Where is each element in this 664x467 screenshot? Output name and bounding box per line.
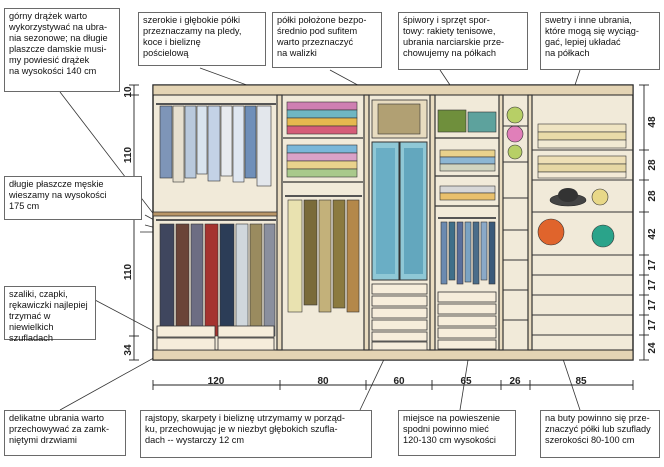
width-dimension-line: [152, 380, 634, 390]
callout-long-coats: długie płaszcze męskie wieszamy na wysok…: [4, 176, 142, 220]
height-label: 28: [647, 159, 658, 171]
narrow-shelf-section: [503, 106, 528, 321]
callout-small-drawers: rajstopy, skarpety i bieliznę utrzymamy …: [140, 410, 372, 458]
left-height-dimension-line: [129, 84, 139, 361]
height-label: 34: [123, 344, 134, 356]
right-height-dimension-line: [639, 84, 649, 361]
callout-sweaters: swetry i inne ubrania, które mogą się wy…: [540, 12, 660, 70]
height-label: 10: [123, 86, 134, 98]
sweater-shoe-section: [532, 123, 633, 336]
callout-top-shelves: półki położone bezpo- średnio pod sufite…: [272, 12, 382, 68]
callout-sports: śpiwory i sprzęt spor- towy: rakiety ten…: [398, 12, 528, 70]
width-label: 85: [575, 376, 587, 387]
sports-shelf-section: [435, 109, 499, 350]
width-label: 26: [509, 376, 521, 387]
height-label: 24: [647, 342, 658, 354]
shelf-hanging-section: [283, 101, 363, 313]
height-label: 28: [647, 190, 658, 202]
height-label: 17: [647, 259, 658, 271]
width-label: 80: [317, 376, 329, 387]
width-label: 60: [393, 376, 405, 387]
callout-wide-shelves: szerokie i głębokie półki przeznaczamy n…: [138, 12, 266, 66]
glass-door-section: [371, 99, 428, 351]
callout-hanging-space: miejsce na powieszenie spodni powinno mi…: [398, 410, 516, 456]
callout-top-rail: górny drążek warto wykorzystywać na ubra…: [4, 8, 120, 92]
height-label: 17: [647, 319, 658, 331]
height-label: 110: [123, 146, 134, 163]
height-label: 17: [647, 299, 658, 311]
callout-closed-doors: delikatne ubrania warto przechowywać za …: [4, 410, 126, 456]
height-label: 48: [647, 116, 658, 128]
callout-scarves: szaliki, czapki, rękawiczki najlepiej tr…: [4, 286, 96, 343]
height-label: 17: [647, 279, 658, 291]
hanging-section: [152, 103, 278, 351]
height-label: 110: [123, 263, 134, 280]
callout-shoes: na buty powinno się prze- znaczyć półki …: [540, 410, 660, 458]
height-label: 42: [647, 228, 658, 240]
width-label: 65: [460, 376, 472, 387]
width-label: 120: [208, 376, 225, 387]
